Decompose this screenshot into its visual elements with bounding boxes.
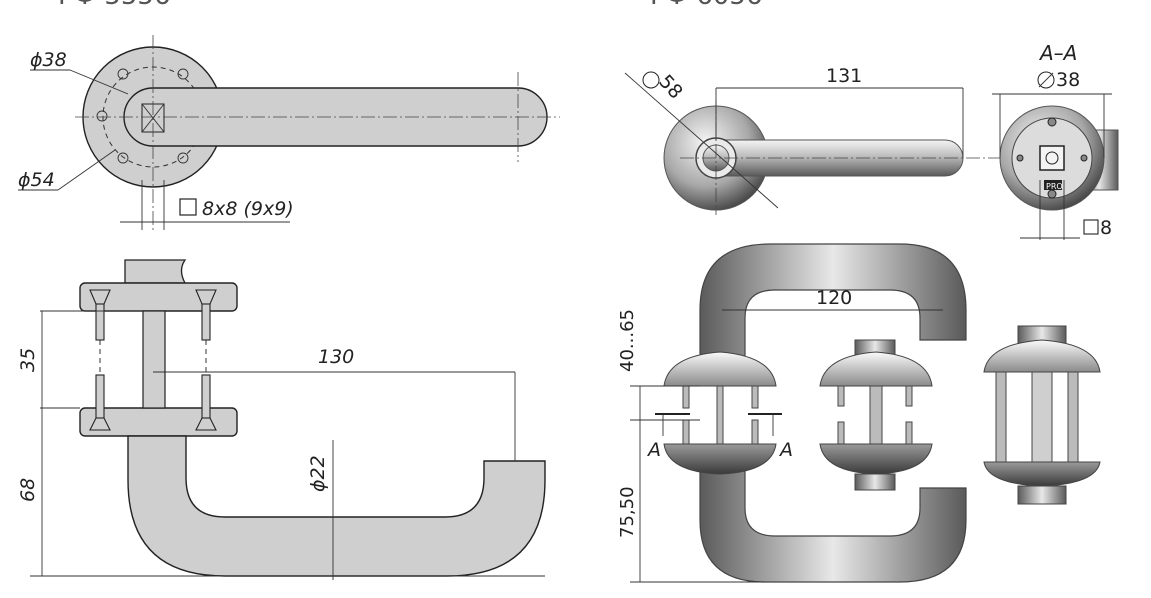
left-model-title: РФ 5556 xyxy=(58,0,171,11)
dim-rose-diameter: ϕ38 xyxy=(30,49,67,71)
dim-rose-outer: ϕ54 xyxy=(18,169,55,191)
screws xyxy=(89,289,217,431)
dim-right-height-upper: 40...65 xyxy=(617,309,638,372)
upper-handle xyxy=(699,243,967,381)
dim-right-height-lower: 75,50 xyxy=(617,486,638,538)
side-assembly xyxy=(983,325,1101,505)
section-label: A–A xyxy=(1038,41,1077,65)
dim-right-width: 120 xyxy=(816,287,852,309)
dim-right-rose: 58 xyxy=(654,71,687,104)
dim-square: 8x8 (9x9) xyxy=(202,198,294,220)
section-mark-right: A xyxy=(778,439,793,461)
mounting-label: PRO xyxy=(1046,182,1063,191)
right-model-title: РФ 6056 xyxy=(650,0,763,11)
lower-handle xyxy=(699,459,967,583)
left-top-view: ϕ38 ϕ54 8x8 (9x9) xyxy=(18,35,560,230)
dim-height-lower: 68 xyxy=(17,478,39,502)
section-mark-left: A xyxy=(646,439,661,461)
dim-right-length: 131 xyxy=(826,65,862,87)
dim-right-square: 8 xyxy=(1100,217,1112,239)
dim-height-upper: 35 xyxy=(17,348,39,372)
right-top-view: 131 58 PRO A–A 38 8 xyxy=(624,41,1119,240)
handle-tube xyxy=(127,435,546,577)
left-side-view: 35 68 130 ϕ22 xyxy=(17,259,546,580)
middle-assembly xyxy=(819,339,933,491)
dim-length: 130 xyxy=(318,346,354,368)
square-symbol xyxy=(179,198,197,216)
right-front-view: A A 120 40...65 75,50 xyxy=(617,243,967,583)
section-diameter: 38 xyxy=(1056,69,1080,91)
dim-tube: ϕ22 xyxy=(307,455,329,492)
